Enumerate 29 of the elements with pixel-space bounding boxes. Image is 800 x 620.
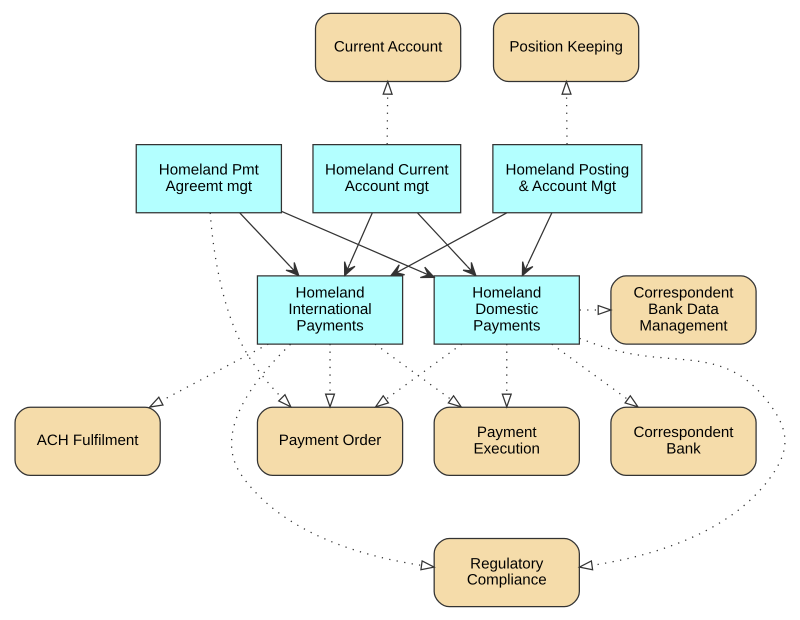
node-box: Regulatory Compliance <box>434 538 580 608</box>
node-box: Homeland Pmt Agreemt mgt <box>136 144 282 214</box>
arrow <box>501 344 512 409</box>
arrow <box>551 344 640 408</box>
node-box: Homeland Domestic Payments <box>434 275 580 345</box>
node-box: Correspondent Bank <box>610 406 757 476</box>
node-box: ACH Fulfilment <box>14 406 161 476</box>
node-box: Payment Execution <box>434 406 580 476</box>
node-box: Homeland Current Account mgt <box>312 144 462 214</box>
arrow <box>390 212 508 276</box>
arrow <box>580 304 613 316</box>
node-box: Homeland International Payments <box>256 275 404 345</box>
arrow <box>210 212 292 408</box>
arrow <box>281 210 435 278</box>
arrow <box>231 344 436 570</box>
node-box: Homeland Posting & Account Mgt <box>492 144 642 214</box>
node-box: Payment Order <box>256 406 404 476</box>
arrow <box>561 80 572 144</box>
node-box: Current Account <box>314 12 462 82</box>
arrow <box>522 212 552 276</box>
arrow <box>382 80 393 144</box>
arrow <box>344 212 373 276</box>
arrow <box>239 212 300 276</box>
arrow <box>416 212 476 276</box>
arrow <box>578 338 786 570</box>
arrow <box>148 344 269 408</box>
node-box: Position Keeping <box>492 12 640 82</box>
arrow <box>324 344 336 409</box>
node-box: Correspondent Bank Data Management <box>610 275 757 345</box>
